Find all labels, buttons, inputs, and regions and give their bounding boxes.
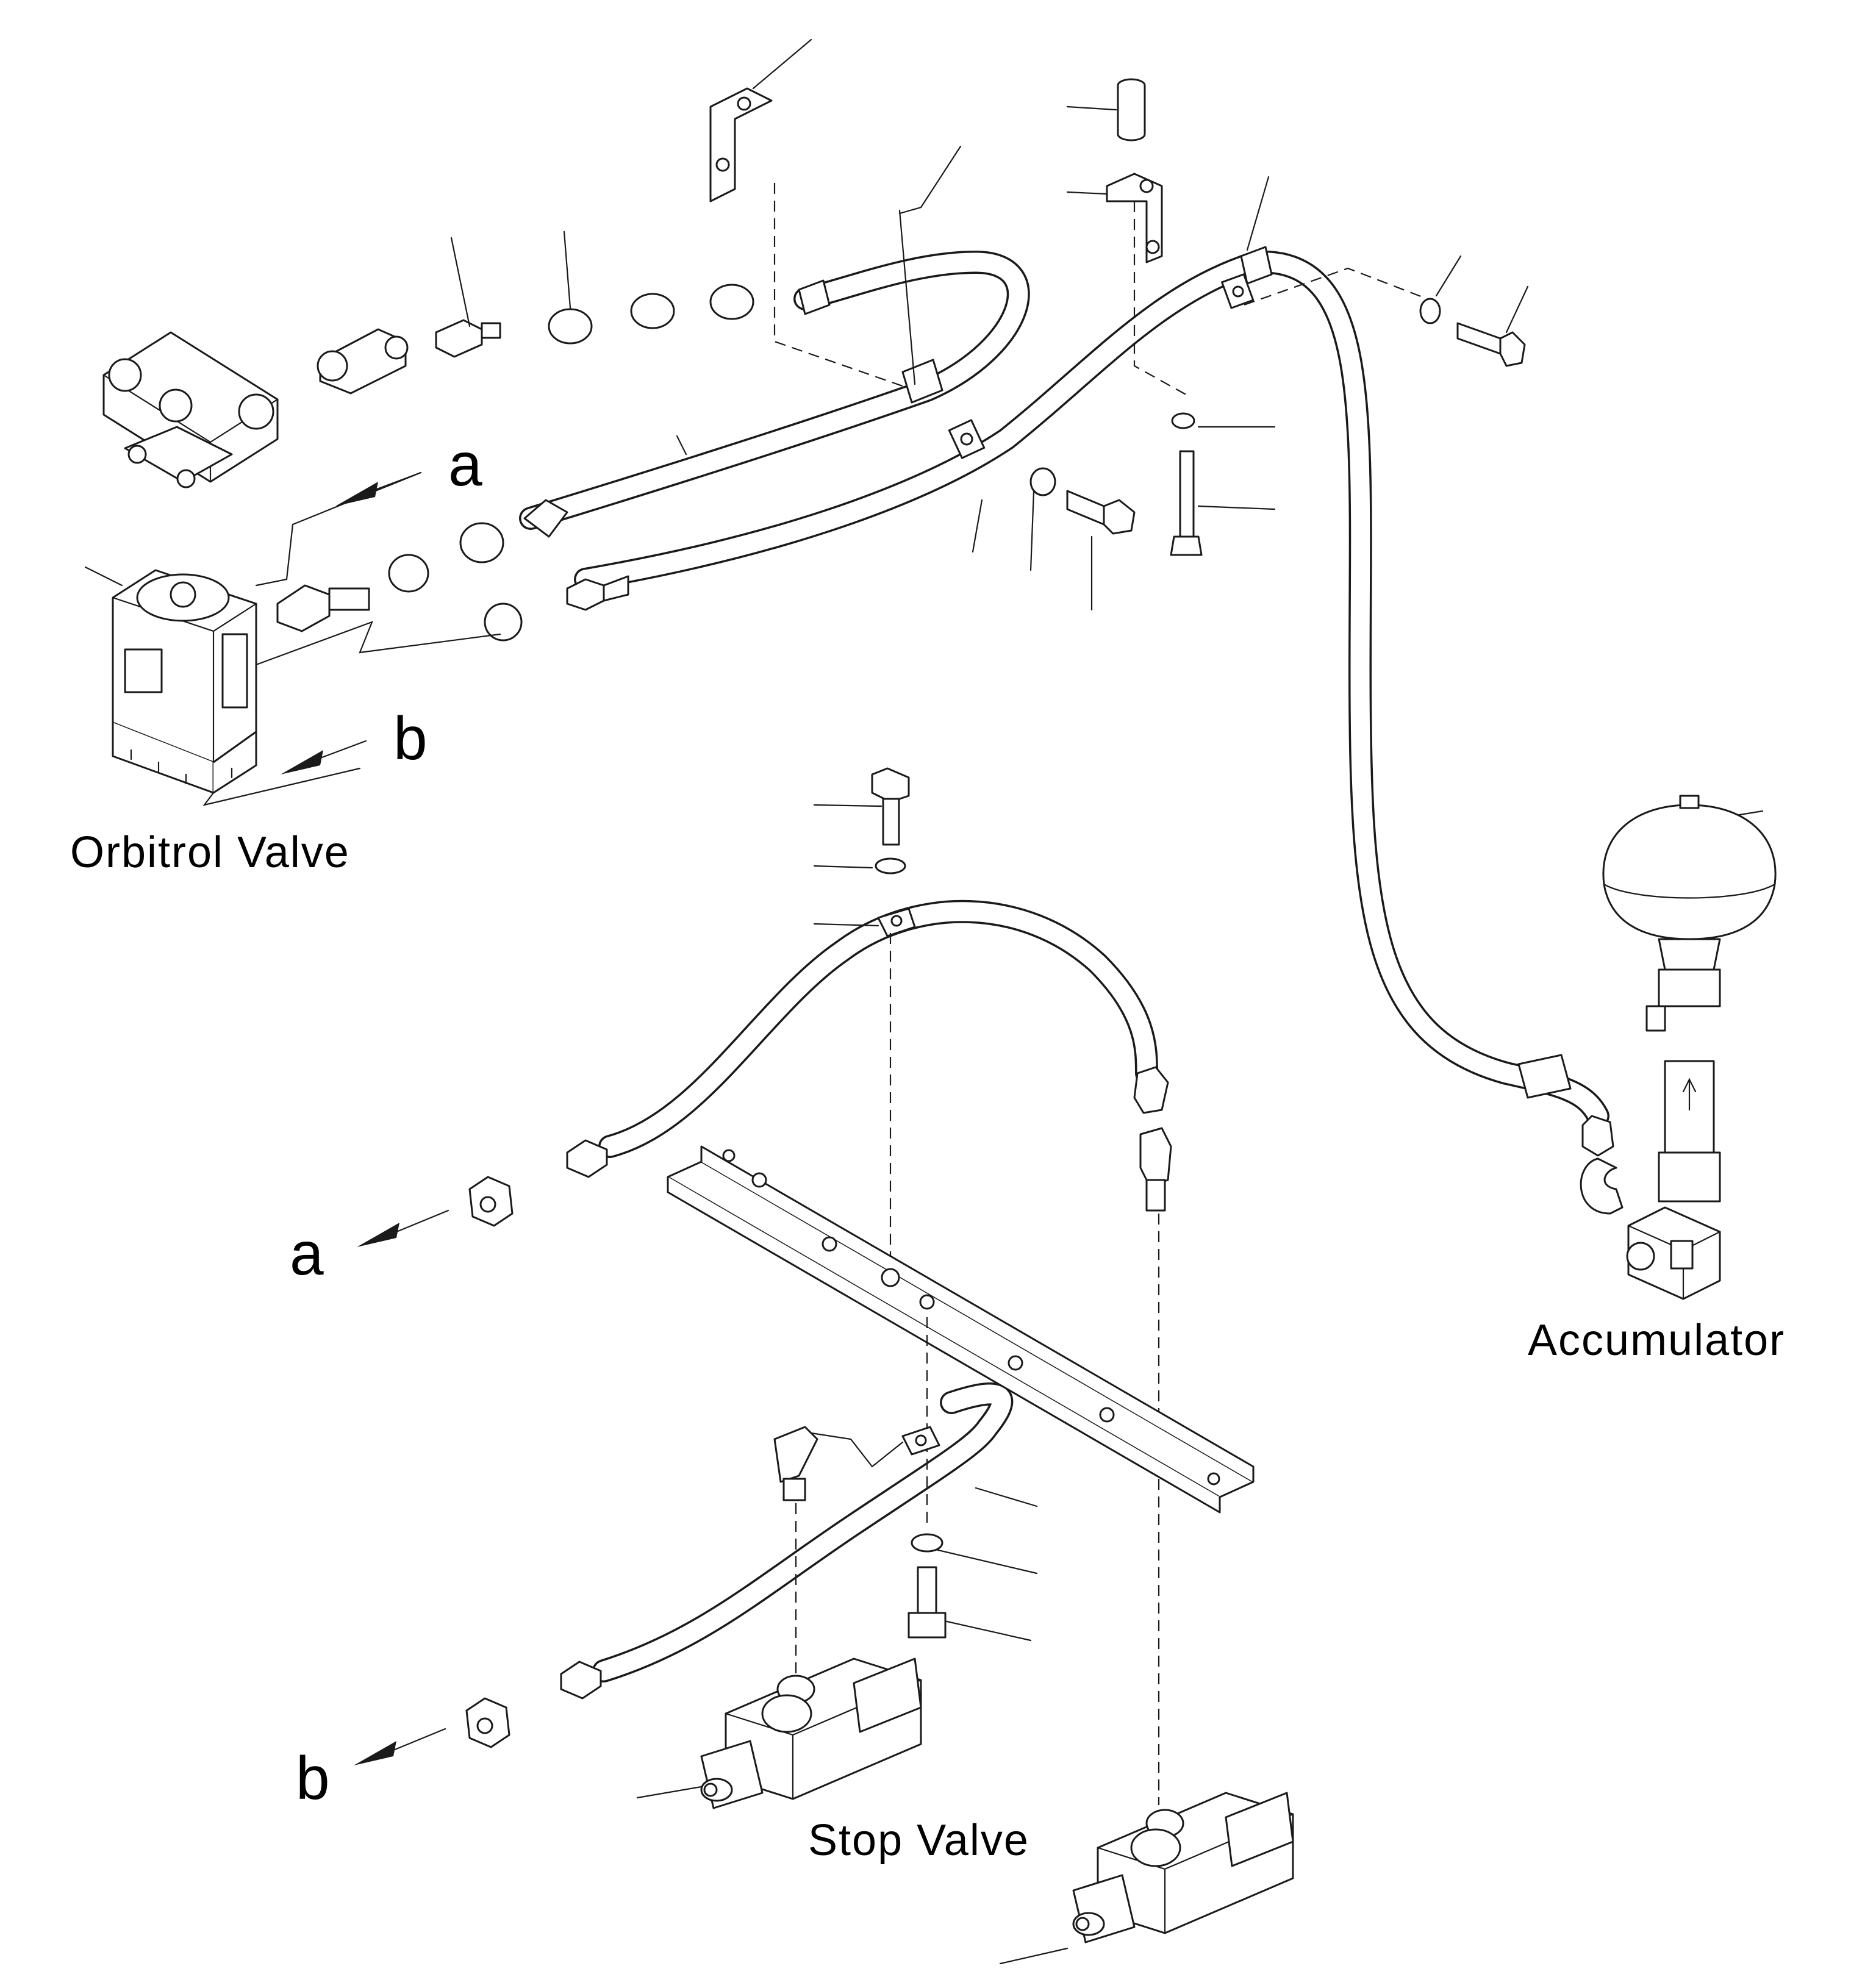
clamp-center [948, 419, 986, 459]
arrow-b-bottom [354, 1728, 446, 1765]
nut-right [1171, 412, 1195, 429]
clamp-lower [901, 1426, 940, 1456]
dashed-guide [1133, 201, 1190, 397]
bracket-top-right [1106, 173, 1163, 263]
bracket-top-center [709, 87, 773, 202]
bolt-lower [908, 1566, 947, 1639]
washer-top-right [1419, 298, 1441, 324]
clamp-middle [877, 907, 916, 937]
bolt-vertical-right [1170, 450, 1203, 556]
dashed-guide [773, 183, 915, 392]
bolt-center [1066, 490, 1136, 535]
fitting-row-upper [317, 284, 754, 395]
stop-valve-left [700, 1657, 922, 1809]
bolt-middle-top [871, 767, 910, 846]
hose-middle [598, 899, 1158, 1158]
nut-a-bottom [468, 1176, 514, 1227]
fitting-row-lower [276, 522, 629, 642]
washer-lower [911, 1533, 943, 1553]
port-line-b [202, 767, 361, 806]
mounting-rail [667, 1145, 1255, 1514]
bolt-top-right [1456, 322, 1526, 367]
connection-letter-a-bottom: a [290, 1220, 324, 1288]
nut-b-bottom [465, 1697, 510, 1748]
spacer-top-right [1117, 78, 1146, 141]
clamp-right [1221, 273, 1255, 309]
connection-letter-b-bottom: b [296, 1744, 330, 1812]
label-orbitrol-valve: Orbitrol Valve [70, 828, 350, 877]
stop-valve-right [1072, 1792, 1294, 1943]
elbow-fitting-lower [773, 1426, 818, 1501]
hose-end-cap [798, 279, 831, 315]
label-accumulator: Accumulator [1528, 1316, 1785, 1365]
leader-lines [84, 38, 1764, 1965]
hose-fitting [1133, 1066, 1169, 1114]
dashed-guide [1244, 267, 1428, 306]
hose-fitting [566, 1139, 608, 1178]
elbow-fitting-middle [1139, 1127, 1172, 1212]
port-line-mid [255, 621, 501, 666]
connection-letter-b-top: b [393, 704, 428, 773]
arrow-a-top [335, 471, 422, 506]
washer-center [1029, 467, 1056, 496]
hose-to-accumulator [1257, 251, 1609, 1128]
valve-block-top-left [102, 331, 279, 488]
washer-middle [875, 857, 906, 874]
hose-lower [592, 1382, 1014, 1682]
accumulator-assembly [1580, 795, 1777, 1300]
hose-fitting [560, 1661, 602, 1700]
connection-letter-a-top: a [448, 431, 482, 499]
arrow-b-top [281, 740, 367, 774]
clamp-link-line [810, 1432, 904, 1468]
arrow-a-bottom [357, 1209, 449, 1247]
hose-orbitrol-lower [574, 251, 1268, 591]
hose-end-cap [523, 499, 568, 538]
hose-collar [901, 359, 943, 404]
label-stop-valve: Stop Valve [808, 1816, 1029, 1865]
hose-collar [1240, 246, 1273, 285]
hose-collar [1517, 1054, 1572, 1099]
orbitrol-valve-body [112, 569, 257, 794]
